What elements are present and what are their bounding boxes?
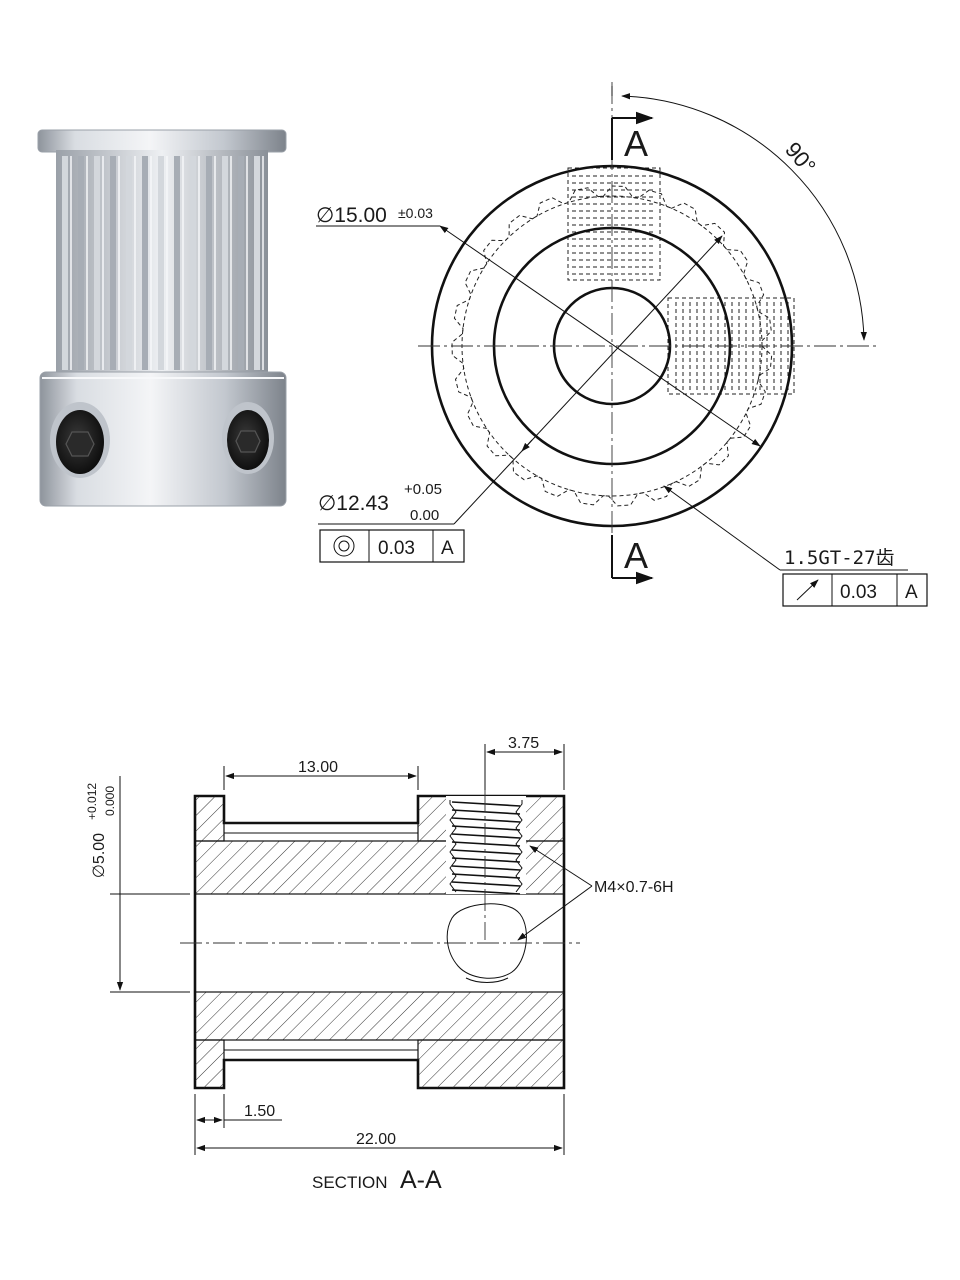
bore-diameter-tol-lower: 0.00 [410,507,439,524]
tooth-grooves [62,156,264,370]
outer-diameter-tol: ±0.03 [398,205,433,221]
runout-datum: A [905,582,918,603]
concentricity-datum: A [441,538,454,559]
shaft-diameter-tol-lower: 0.000 [103,786,117,816]
thread-hole [446,790,526,940]
section-mark-bottom: A [624,535,648,576]
bore-diameter-tol-upper: +0.05 [404,481,442,498]
section-title-name: A-A [400,1166,442,1194]
thread-label: M4×0.7-6H [594,879,674,896]
outer-diameter-value: ∅15.00 [316,204,387,227]
section-mark-top: A [624,123,648,164]
runout-arrow-icon [796,579,819,601]
pulley-photo [37,129,287,507]
dim-2200: 22.00 [356,1131,396,1148]
concentricity-fcf: 0.03 A [319,529,465,563]
section-view: M4×0.7-6H 13.00 3.75 ∅5.00 +0.012 0.000 … [85,735,674,1194]
runout-fcf: 0.03 A [782,573,928,607]
dim-150: 1.50 [244,1103,275,1120]
runout-tolerance: 0.03 [840,582,877,603]
set-screw-right-icon [222,402,274,474]
dim-13: 13.00 [298,759,338,776]
concentricity-icon [333,535,355,557]
shaft-diameter-tol-upper: +0.012 [85,783,99,820]
angle-label: 90° [780,137,821,179]
concentricity-tolerance: 0.03 [378,538,415,559]
tooth-spec: 1.5GT-27齿 [784,547,895,569]
dim-375: 3.75 [508,735,539,752]
set-screw-left-icon [50,402,110,478]
section-title-prefix: SECTION [312,1173,388,1192]
shaft-diameter-value: ∅5.00 [91,833,108,878]
hidden-hole-vertical [567,167,661,281]
screw-cut-profile [446,903,527,983]
front-view: A A 90° ∅15.00 ±0.03 ∅12.43 +0.05 0.00 0… [316,82,928,607]
bore-diameter-value: ∅12.43 [318,492,389,515]
